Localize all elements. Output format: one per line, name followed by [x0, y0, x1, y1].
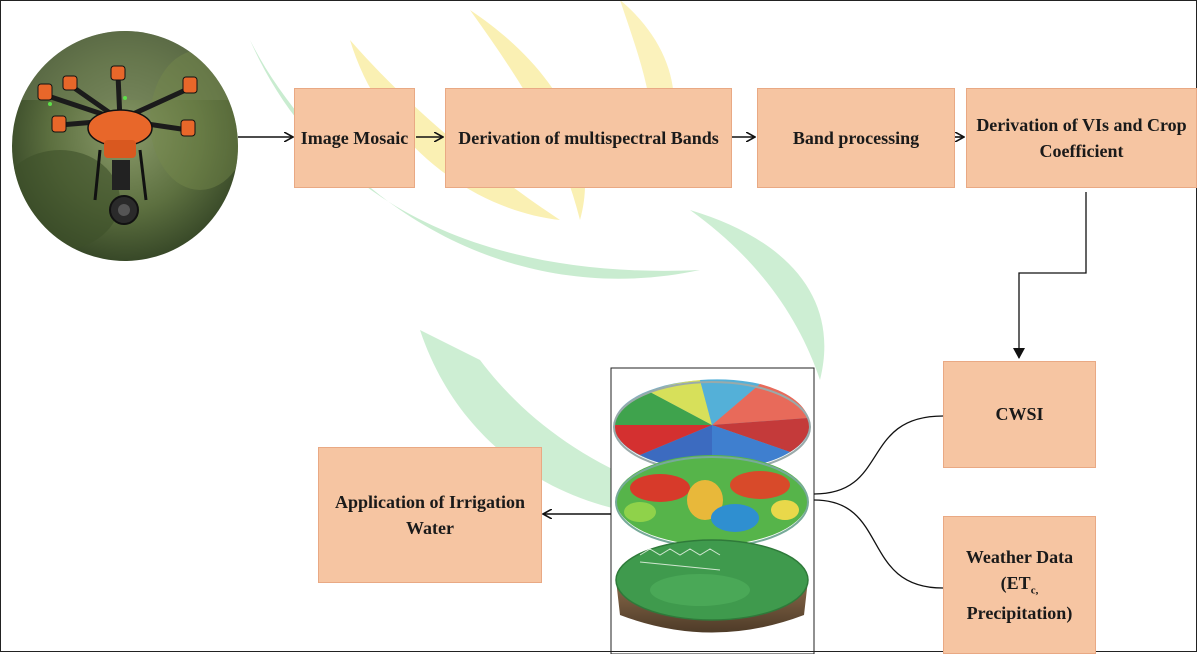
box-cwsi: CWSI	[943, 361, 1096, 468]
box-band-processing-label: Band processing	[792, 127, 920, 148]
box-vis-label: Derivation of VIs and Crop Coefficient	[976, 112, 1186, 164]
box-weather-line1: Weather Data	[965, 547, 1074, 568]
box-weather-open: (	[1000, 573, 1007, 594]
box-image-mosaic: Image Mosaic	[294, 88, 415, 188]
connector-weather-to-stack	[813, 499, 944, 589]
layered-map-stack	[610, 367, 815, 654]
box-weather-et: ET	[1006, 573, 1031, 594]
box-vis-line2: Coefficient	[1039, 141, 1124, 161]
drone-photo	[12, 31, 238, 261]
box-multispectral-label: Derivation of multispectral Bands	[458, 127, 719, 148]
box-irrigation-line2: Water	[406, 518, 454, 538]
box-weather-data: Weather Data (ETc, Precipitation)	[943, 516, 1096, 654]
box-weather-sub: c,	[1030, 584, 1039, 597]
box-vis-line1: Derivation of VIs and Crop	[976, 114, 1187, 135]
connector-vis-to-cwsi	[1013, 192, 1087, 359]
box-weather-rest: Precipitation)	[966, 602, 1073, 623]
box-multispectral-bands: Derivation of multispectral Bands	[445, 88, 732, 188]
connector-cwsi-to-stack	[813, 415, 944, 495]
box-irrigation-line1: Application of Irrigation	[334, 491, 525, 512]
box-irrigation-label: Application of Irrigation Water	[335, 489, 525, 541]
box-vis-crop-coefficient: Derivation of VIs and Crop Coefficient	[966, 88, 1197, 188]
box-band-processing: Band processing	[757, 88, 955, 188]
box-weather-label: Weather Data (ETc, Precipitation)	[948, 544, 1091, 626]
box-irrigation: Application of Irrigation Water	[318, 447, 542, 583]
box-image-mosaic-label: Image Mosaic	[300, 127, 409, 148]
box-cwsi-label: CWSI	[995, 404, 1044, 425]
